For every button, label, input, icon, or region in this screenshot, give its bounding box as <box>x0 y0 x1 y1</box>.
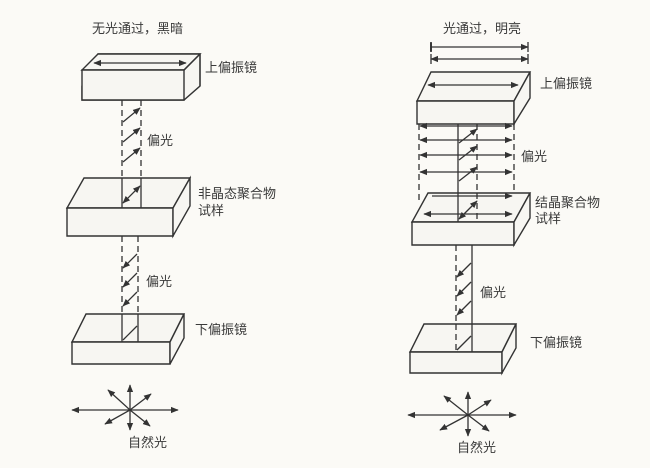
right-polarized-light-label-upper: 偏光 <box>521 150 547 165</box>
right-natural-light-icon <box>407 391 517 437</box>
left-panel-amorphous: 无光通过，黑暗 上偏振镜 偏光 非晶态聚合物 试样 <box>65 22 276 451</box>
right-lower-polarizer <box>408 323 518 376</box>
left-sample-label-line2: 试样 <box>198 204 224 219</box>
left-sample-label-line1: 非晶态聚合物 <box>198 187 276 202</box>
right-sample-crystalline <box>410 192 532 248</box>
left-polarized-light-label-upper: 偏光 <box>147 134 173 149</box>
left-lower-polarizer <box>70 313 186 365</box>
left-title: 无光通过，黑暗 <box>92 22 183 37</box>
right-title: 光通过，明亮 <box>443 21 521 37</box>
left-lower-polarizer-label: 下偏振镜 <box>195 323 247 338</box>
left-upper-polarizer-label: 上偏振镜 <box>205 61 257 76</box>
left-sample-amorphous <box>65 175 192 239</box>
left-natural-light-label: 自然光 <box>128 435 167 451</box>
left-upper-polarizer <box>80 53 202 101</box>
right-upper-polarizer-label: 上偏振镜 <box>540 77 592 92</box>
right-sample-label-line1: 结晶聚合物 <box>535 196 600 211</box>
right-natural-light-label: 自然光 <box>457 440 496 456</box>
right-sample-label-line2: 试样 <box>535 212 561 227</box>
left-polarized-light-label-lower: 偏光 <box>146 275 172 290</box>
right-lower-polarizer-label: 下偏振镜 <box>530 336 582 351</box>
right-upper-polarizer <box>415 71 532 127</box>
right-polarized-light-label-lower: 偏光 <box>480 286 506 301</box>
right-panel-crystalline: 光通过，明亮 上偏振镜 偏光 <box>407 21 600 456</box>
left-natural-light-icon <box>71 384 179 431</box>
